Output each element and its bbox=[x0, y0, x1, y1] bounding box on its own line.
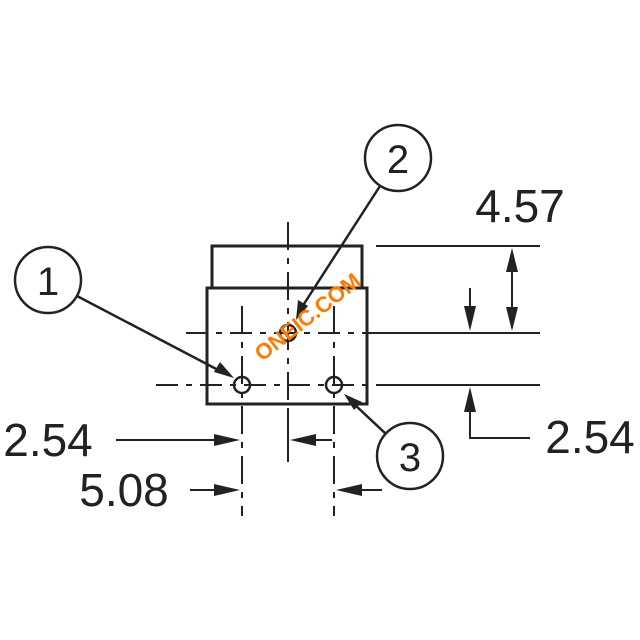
arrow-254-right-down bbox=[464, 306, 476, 331]
dimension-label-left-pitch: 2.54 bbox=[3, 414, 93, 466]
pin-callout-1: 1 bbox=[13, 245, 234, 378]
pin-3-hole bbox=[324, 375, 344, 395]
arrow-254-right-up bbox=[464, 387, 476, 412]
arrow-508-left bbox=[336, 484, 362, 496]
leader-line-2 bbox=[300, 185, 382, 308]
dimension-line-254-right-leader bbox=[469, 412, 530, 439]
arrow-254-left-left bbox=[290, 434, 316, 446]
bottom-dimensions: 2.54 5.08 bbox=[3, 410, 382, 516]
pin-callout-3: 3 bbox=[344, 394, 445, 491]
arrow-457-down bbox=[506, 307, 518, 331]
leader-arrow-1 bbox=[214, 362, 234, 378]
pin-1-hole bbox=[232, 375, 252, 395]
callout-circle-3 bbox=[375, 421, 445, 491]
leader-line-1 bbox=[76, 294, 223, 374]
leader-line-3 bbox=[353, 403, 387, 435]
leader-arrow-3 bbox=[344, 394, 362, 410]
pin-2-hole bbox=[278, 323, 298, 343]
callout-label-1: 1 bbox=[37, 260, 59, 304]
arrow-508-right bbox=[214, 484, 240, 496]
callout-circle-1 bbox=[13, 245, 83, 315]
leader-arrow-2 bbox=[296, 300, 308, 320]
dimension-label-top-height: 4.57 bbox=[475, 180, 565, 232]
arrow-254-left-right bbox=[214, 434, 240, 446]
callout-circle-2 bbox=[363, 123, 433, 193]
callout-label-3: 3 bbox=[399, 436, 421, 480]
dimension-label-right-pitch: 2.54 bbox=[545, 411, 635, 463]
pin-callout-2: 2 bbox=[296, 123, 433, 320]
dimension-label-left-span: 5.08 bbox=[79, 464, 169, 516]
center-lines bbox=[156, 222, 380, 516]
right-dimensions: 4.57 2.54 bbox=[376, 180, 635, 463]
pins bbox=[232, 323, 344, 395]
arrow-457-up bbox=[506, 248, 518, 272]
watermark-text: ONEIC.COM bbox=[250, 268, 366, 366]
callout-label-2: 2 bbox=[387, 138, 409, 182]
